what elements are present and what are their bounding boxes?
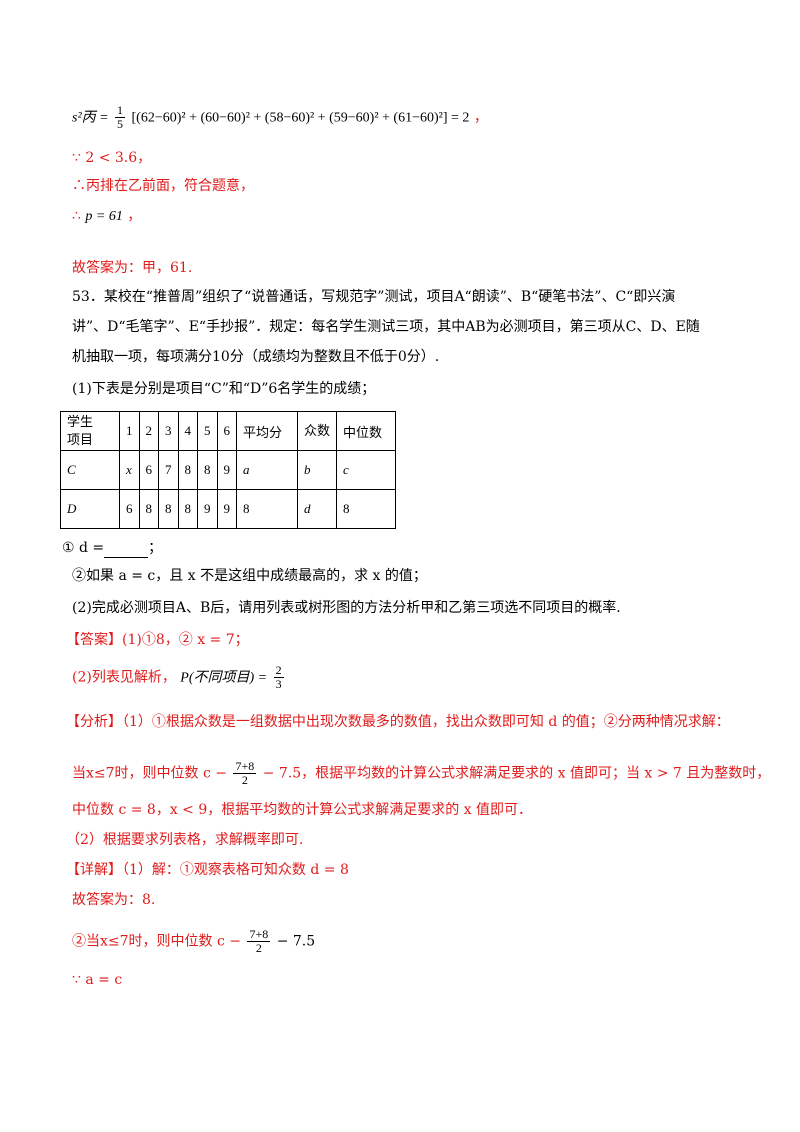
table-row-label: C [60, 450, 120, 490]
table-row: C x 6 7 8 8 9 a b c [60, 450, 396, 490]
table-header-row: 学生 项目 1 2 3 4 5 6 平均分 众数 中位数 [60, 411, 396, 451]
question-53-part-1: (1)下表是分别是项目“C”和“D”6名学生的成绩； [72, 381, 376, 397]
table-cell: a [236, 450, 298, 490]
answer-line-4: 故答案为：8. [72, 892, 156, 908]
table-cell: 7 [158, 450, 179, 490]
table-cell: b [297, 450, 337, 490]
table-col-header: 平均分 [236, 411, 298, 451]
analysis-line-1: 【分析】（1）①根据众数是一组数据中出现次数最多的数值，找出众数即可知 d 的值… [66, 714, 730, 730]
table-col-header: 3 [158, 411, 179, 451]
analysis-line-4: （2）根据要求列表格，求解概率即可. [66, 832, 304, 848]
p-expression: p = 61 [85, 209, 123, 224]
table-row-label: D [60, 489, 120, 529]
question-53-part-2: (2)完成必测项目A、B后，请用列表或树形图的方法分析甲和乙第三项选不同项目的概… [72, 600, 621, 616]
variance-bracket: [(62−60)² + (60−60)² + (58−60)² + (59−60… [131, 110, 470, 126]
table-cell: c [336, 450, 396, 490]
table-col-header: 1 [119, 411, 140, 451]
detail-line-1: 【详解】（1）解：①观察表格可知众数 d = 8 [66, 862, 349, 878]
table-corner-cell: 学生 项目 [60, 411, 120, 451]
answer-line-2: 【答案】(1)①8，② x = 7； [66, 632, 249, 648]
table-cell: 8 [177, 450, 198, 490]
p-line: ∴ p = 61 ， [72, 208, 142, 224]
table-cell: 9 [216, 489, 237, 529]
table-row: D 6 8 8 8 9 9 8 d 8 [60, 489, 396, 529]
table-col-header: 6 [216, 411, 237, 451]
table-col-header: 中位数 [336, 411, 396, 451]
table-cell: 8 [236, 489, 298, 529]
table-col-header: 众数 [297, 411, 337, 451]
detail-tag: 【详解】 [66, 862, 122, 878]
question-53-line-3: 机抽取一项，每项满分10分（成绩均为整数且不低于0分）. [72, 349, 440, 365]
table-cell: 8 [158, 489, 179, 529]
table-cell: 8 [197, 450, 218, 490]
sub-question-1: ① d =； [62, 540, 163, 558]
answer-line-1: 故答案为：甲，61. [72, 260, 193, 276]
table-cell: x [119, 450, 140, 490]
variance-lhs: s²丙 = [72, 110, 109, 126]
score-table: 学生 项目 1 2 3 4 5 6 平均分 众数 中位数 C x 6 7 8 8… [60, 411, 396, 529]
table-cell: 8 [336, 489, 396, 529]
table-cell: 9 [216, 450, 237, 490]
table-col-header: 5 [197, 411, 218, 451]
question-53-line-2: 讲”、D“毛笔字”、E“手抄报”．规定：每名学生测试三项，其中AB为必测项目，第… [72, 319, 700, 335]
analysis-tag: 【分析】 [66, 714, 122, 730]
because-line: ∵ 2 < 3.6， [72, 150, 152, 166]
question-53-line-1: 53．某校在“推普周”组织了“说普通话，写规范字”测试，项目A“朗读”、B“硬笔… [72, 289, 676, 305]
answer-tag: 【答案】 [66, 632, 122, 648]
answer-blank [104, 543, 149, 558]
table-cell: 8 [138, 489, 159, 529]
detail-line-3: ∵ a = c [72, 972, 123, 988]
table-cell: 6 [119, 489, 140, 529]
therefore-line: ∴丙排在乙前面，符合题意， [72, 178, 254, 194]
table-cell: 9 [197, 489, 218, 529]
table-cell: 8 [177, 489, 198, 529]
table-col-header: 2 [138, 411, 159, 451]
analysis-line-3: 中位数 c = 8，x < 9，根据平均数的计算公式求解满足要求的 x 值即可． [72, 802, 533, 818]
variance-tail: ， [473, 109, 488, 126]
sub-question-2: ②如果 a = c，且 x 不是这组中成绩最高的，求 x 的值； [72, 568, 427, 584]
table-col-header: 4 [177, 411, 198, 451]
table-cell: d [297, 489, 337, 529]
table-cell: 6 [138, 450, 159, 490]
